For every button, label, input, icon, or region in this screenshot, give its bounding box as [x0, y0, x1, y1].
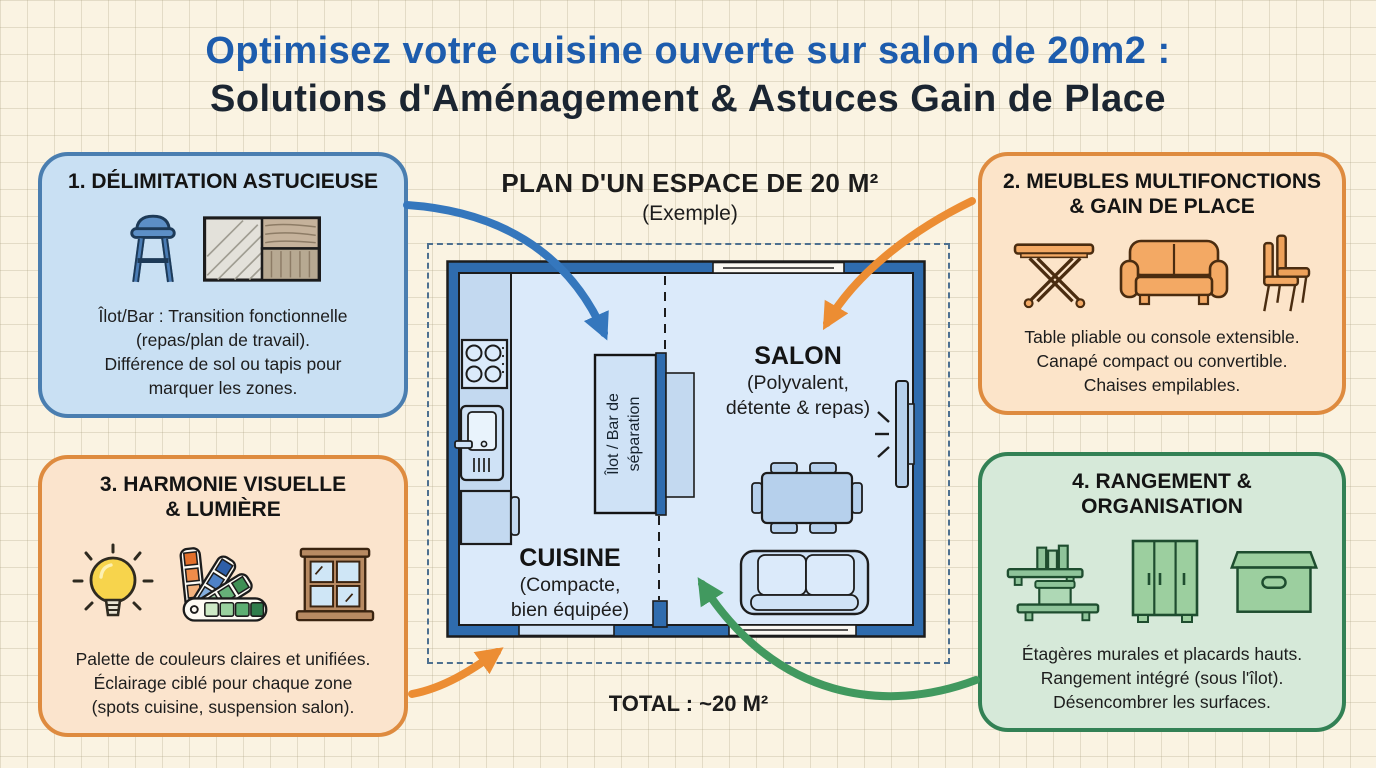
tip-box-harmonie: 3. HARMONIE VISUELLE & LUMIÈRE — [38, 455, 408, 737]
kitchen-bottom-opening — [518, 624, 615, 637]
box2-icons — [1012, 219, 1312, 325]
page-title: Optimisez votre cuisine ouverte sur salo… — [0, 26, 1376, 122]
page-title-line2: Solutions d'Aménagement & Astuces Gain d… — [209, 78, 1167, 120]
salon-zone-label: SALON (Polyvalent, détente & repas) — [698, 342, 898, 421]
box1-body: Îlot/Bar : Transition fonctionnelle (rep… — [98, 306, 348, 398]
cuisine-zone-label: CUISINE (Compacte, bien équipée) — [470, 544, 670, 623]
box2-body: Table pliable ou console extensible. Can… — [1024, 327, 1300, 395]
stub-wall — [652, 600, 668, 628]
total-area-label: TOTAL : ~20 M² — [608, 691, 769, 716]
salon-name: SALON — [754, 342, 842, 370]
storage-box-icon — [1229, 550, 1319, 613]
tip-box-delimitation: 1. DÉLIMITATION ASTUCIEUSE — [38, 152, 408, 418]
top-window — [712, 261, 845, 274]
tip-box-meubles: 2. MEUBLES MULTIFONCTIONS & GAIN DE PLAC… — [978, 152, 1346, 415]
stool-icon — [130, 214, 176, 283]
box1-icons — [125, 194, 321, 304]
salon-desc: (Polyvalent, détente & repas) — [725, 372, 871, 419]
sofa-icon — [1119, 239, 1229, 306]
plan-header: PLAN D'UN ESPACE DE 20 M² (Exemple) — [420, 168, 960, 226]
plan-sofa — [739, 549, 870, 616]
wall-shelves-icon — [1006, 544, 1100, 621]
stove — [460, 338, 509, 390]
box4-body: Étagères murales et placards hauts. Rang… — [1021, 644, 1303, 712]
window-icon — [295, 547, 375, 621]
sink — [454, 404, 505, 482]
box3-title: 3. HARMONIE VISUELLE & LUMIÈRE — [99, 473, 347, 521]
plan-title: PLAN D'UN ESPACE DE 20 M² — [501, 168, 879, 198]
cuisine-name: CUISINE — [519, 544, 621, 572]
wardrobe-icon — [1131, 539, 1199, 623]
floor-plan-drawing — [446, 260, 926, 638]
folding-table-icon — [1013, 243, 1095, 309]
box4-icons — [1002, 519, 1322, 642]
lightbulb-icon — [72, 543, 154, 616]
box3-icons — [71, 522, 375, 647]
plan-dashed-frame — [427, 243, 950, 664]
box2-title: 2. MEUBLES MULTIFONCTIONS & GAIN DE PLAC… — [1002, 170, 1322, 218]
salon-bottom-window — [728, 624, 857, 637]
floor-plan: SALON (Polyvalent, détente & repas) CUIS… — [446, 260, 926, 638]
island-bar — [593, 353, 658, 515]
island-label: Îlot / Bar de séparation — [605, 393, 643, 475]
box4-title: 4. RANGEMENT & ORGANISATION — [1072, 470, 1252, 518]
floor-sample-icon — [203, 216, 321, 282]
cuisine-desc: (Compacte, bien équipée) — [510, 574, 630, 621]
tip-box-rangement: 4. RANGEMENT & ORGANISATION — [978, 452, 1346, 732]
stacked-chairs-icon — [1263, 234, 1311, 312]
separation-wall — [655, 352, 667, 516]
plan-subtitle: (Exemple) — [642, 202, 738, 225]
box3-body: Palette de couleurs claires et unifiées.… — [75, 649, 371, 717]
console — [665, 372, 695, 498]
color-swatches-icon — [179, 546, 268, 622]
box1-title: 1. DÉLIMITATION ASTUCIEUSE — [68, 170, 378, 193]
page-title-line1: Optimisez votre cuisine ouverte sur salo… — [205, 30, 1171, 72]
tv — [875, 380, 915, 488]
dining-table — [751, 462, 863, 534]
kitchen-cabinet — [459, 489, 520, 546]
